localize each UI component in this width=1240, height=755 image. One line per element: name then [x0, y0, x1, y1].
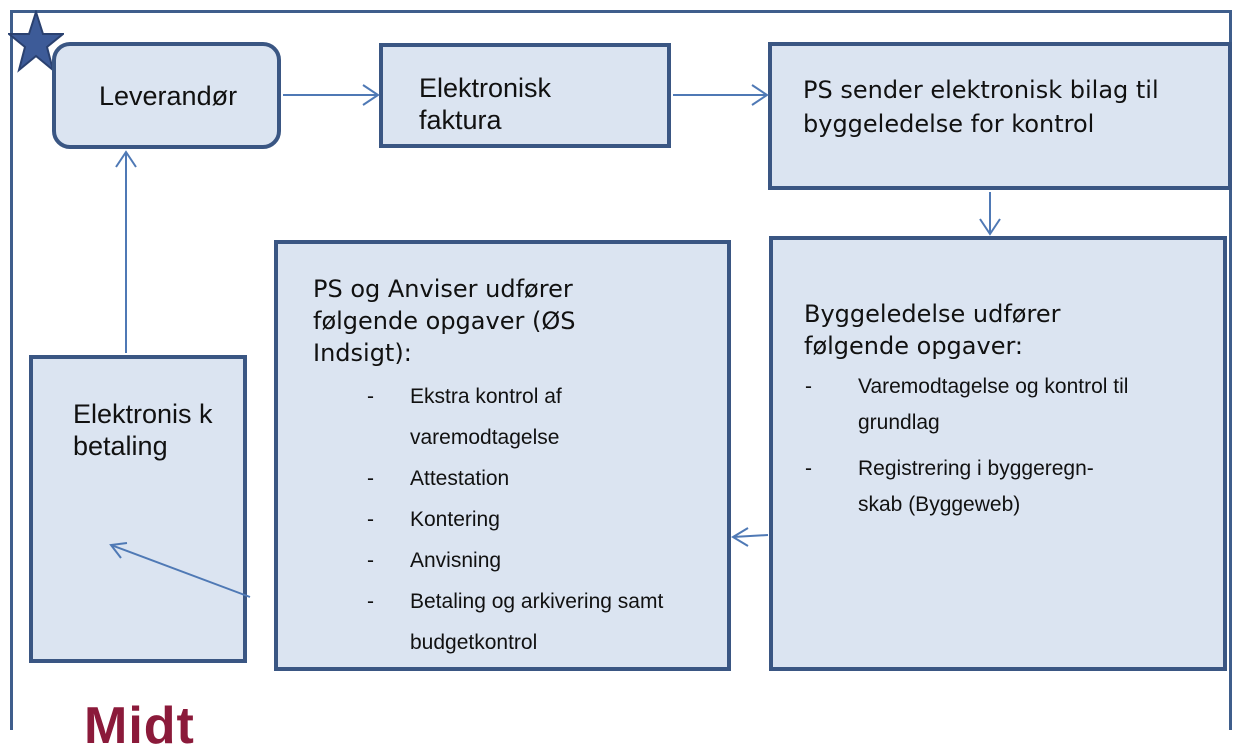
- supplier-label: Leverandør: [99, 81, 238, 111]
- ps-approver-task-list: - Ekstra kontrol af varemodtagelse - Att…: [367, 376, 697, 663]
- list-item: - Registrering i byggeregn-skab (Byggewe…: [805, 457, 1094, 516]
- arrow-construction-to-ps-approver: [731, 527, 769, 547]
- construction-mgmt-heading: Byggeledelse udfører følgende opgaver:: [804, 300, 1061, 360]
- diagram-frame: [10, 10, 1232, 730]
- epayment-label: Elektronis k betaling: [73, 399, 213, 461]
- supplier-node: [52, 42, 281, 149]
- ps-approver-node: [274, 240, 731, 671]
- arrow-einvoice-to-ps-sends: [673, 84, 769, 106]
- arrow-supplier-to-einvoice: [283, 84, 380, 106]
- list-item: - Attestation: [367, 467, 510, 490]
- arrow-ps-sends-to-construction: [979, 192, 1001, 236]
- ps-approver-heading: PS og Anviser udfører følgende opgaver (…: [313, 275, 576, 367]
- einvoice-label: Elektronisk faktura: [419, 73, 552, 135]
- flow-arrows: [109, 84, 1001, 598]
- list-item: - Betaling og arkivering samt budgetkont…: [367, 590, 664, 654]
- construction-task-list: - Varemodtagelse og kontrol til grundlag…: [805, 369, 1205, 523]
- arrow-ps-approver-to-epayment: [109, 542, 251, 598]
- construction-mgmt-node: [769, 236, 1227, 671]
- list-item: - Ekstra kontrol af varemodtagelse: [367, 385, 562, 449]
- list-item: - Kontering: [367, 508, 500, 531]
- ps-sends-node: [768, 42, 1232, 190]
- list-item: - Anvisning: [367, 549, 502, 572]
- einvoice-node: [379, 43, 671, 148]
- arrow-epayment-to-supplier: [115, 150, 137, 353]
- epayment-node: [29, 355, 247, 663]
- star-icon: [8, 10, 64, 73]
- list-item: - Varemodtagelse og kontrol til grundlag: [805, 375, 1129, 434]
- region-logo: Midt: [84, 697, 195, 755]
- ps-sends-label: PS sender elektronisk bilag til byggeled…: [803, 76, 1159, 138]
